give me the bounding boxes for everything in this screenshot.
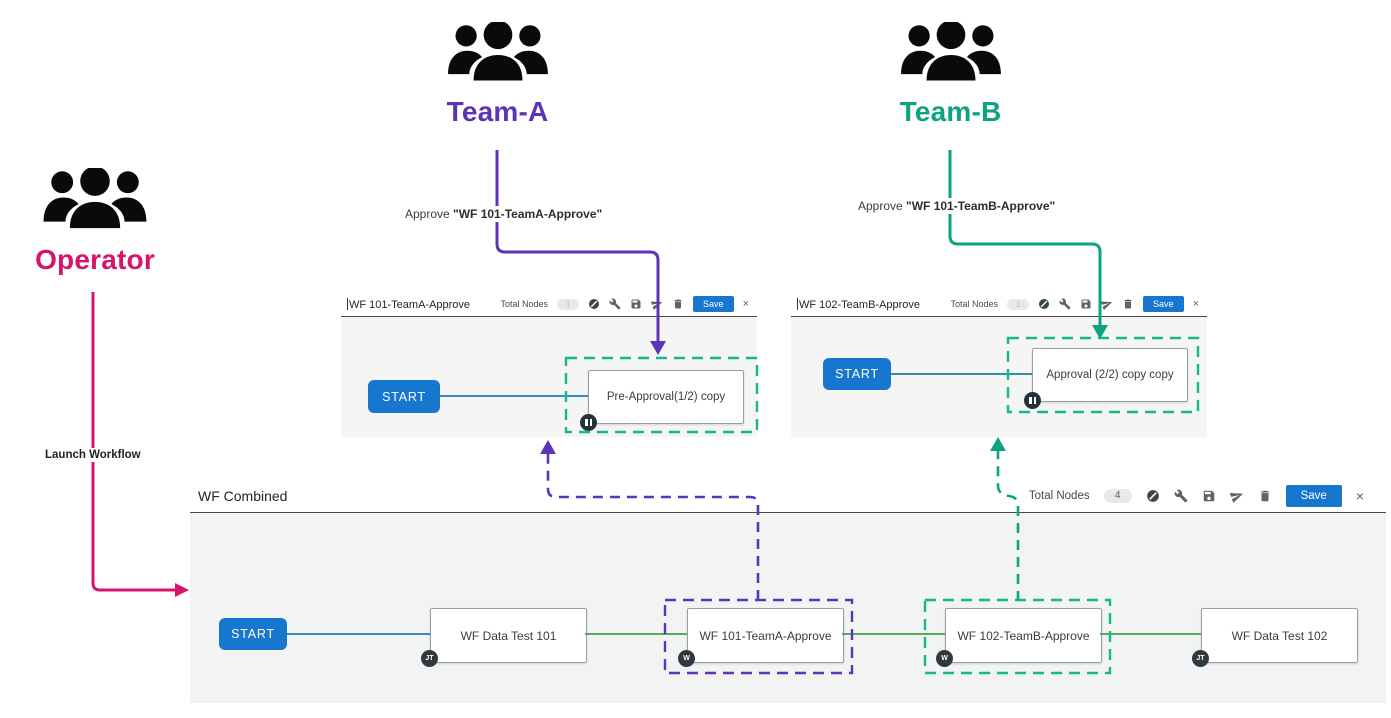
team-b-label: Team-B [899, 96, 1002, 127]
actor-operator: Operator [20, 168, 170, 276]
save-disk-icon[interactable] [1202, 489, 1216, 503]
save-button[interactable]: Save [1285, 485, 1342, 507]
team-b-approve-label: Approve "WF 101-TeamB-Approve" [853, 198, 1061, 214]
team-a-label: Team-A [446, 96, 549, 127]
panel-wf101: WF 101-TeamA-Approve Total Nodes 1 Save … [341, 292, 757, 437]
wf102-toolbar: Total Nodes 1 Save × [951, 296, 1199, 312]
wrench-icon[interactable] [1174, 489, 1188, 503]
combined-node-2[interactable]: WF 101-TeamA-Approve [687, 608, 844, 663]
wf102-title[interactable]: WF 102-TeamB-Approve [797, 297, 921, 311]
close-icon[interactable]: × [1355, 488, 1364, 504]
combined-node-3[interactable]: WF 102-TeamB-Approve [945, 608, 1102, 663]
operator-launch-arrow [91, 292, 177, 592]
combined-node-1[interactable]: WF Data Test 101 [430, 608, 587, 663]
send-icon[interactable] [1229, 489, 1244, 503]
wf101-toolbar: Total Nodes 1 Save × [501, 296, 749, 312]
block-icon[interactable] [1146, 489, 1160, 503]
block-icon[interactable] [1038, 298, 1050, 310]
trash-icon[interactable] [1258, 489, 1272, 503]
trash-icon[interactable] [672, 298, 684, 310]
wrench-icon[interactable] [609, 298, 621, 310]
block-icon[interactable] [588, 298, 600, 310]
arrowhead-up [990, 437, 1006, 451]
total-nodes-badge: 4 [1103, 489, 1132, 503]
text-cursor [797, 297, 798, 310]
wf102-canvas: START Approval (2/2) copy copy [791, 317, 1207, 437]
total-nodes-label: Total Nodes [1028, 490, 1090, 502]
wf102-header: WF 102-TeamB-Approve Total Nodes 1 Save … [791, 292, 1207, 317]
save-disk-icon[interactable] [1080, 298, 1092, 310]
node-type-badge: JT [421, 650, 438, 667]
pause-icon [1024, 392, 1041, 409]
send-icon[interactable] [1100, 298, 1113, 310]
panel-wf102: WF 102-TeamB-Approve Total Nodes 1 Save … [791, 292, 1207, 437]
wf101-header: WF 101-TeamA-Approve Total Nodes 1 Save … [341, 292, 757, 317]
node-type-badge: JT [1192, 650, 1209, 667]
combined-toolbar: Total Nodes 4 Save × [1029, 485, 1364, 507]
text-cursor [347, 297, 348, 310]
combined-canvas: START WF Data Test 101 JT WF 101-TeamA-A… [190, 513, 1386, 703]
combined-title: WF Combined [198, 488, 288, 504]
save-button[interactable]: Save [1143, 296, 1184, 312]
team-a-approve-label: Approve "WF 101-TeamA-Approve" [400, 206, 608, 222]
actor-team-a: Team-A [440, 22, 555, 128]
total-nodes-badge: 1 [1007, 298, 1030, 310]
total-nodes-label: Total Nodes [500, 299, 549, 309]
node-type-badge: W [936, 650, 953, 667]
save-disk-icon[interactable] [630, 298, 642, 310]
send-icon[interactable] [650, 298, 663, 310]
close-icon[interactable]: × [742, 298, 749, 310]
wrench-icon[interactable] [1059, 298, 1071, 310]
wf101-start-node[interactable]: START [368, 380, 440, 413]
save-button[interactable]: Save [693, 296, 734, 312]
wf101-title[interactable]: WF 101-TeamA-Approve [347, 297, 471, 311]
close-icon[interactable]: × [1192, 298, 1199, 310]
wf101-approval-node[interactable]: Pre-Approval(1/2) copy [588, 370, 744, 424]
total-nodes-label: Total Nodes [950, 299, 999, 309]
node-type-badge: W [678, 650, 695, 667]
wf102-approval-node[interactable]: Approval (2/2) copy copy [1032, 348, 1188, 402]
combined-node-4[interactable]: WF Data Test 102 [1201, 608, 1358, 663]
arrowhead-right [175, 583, 189, 597]
arrowhead-up [540, 440, 556, 454]
wf102-start-node[interactable]: START [823, 358, 891, 390]
wf101-canvas: START Pre-Approval(1/2) copy [341, 317, 757, 437]
operator-label: Operator [35, 244, 155, 275]
panel-wf-combined: WF Combined Total Nodes 4 Save × START W… [190, 480, 1386, 703]
pause-icon [580, 414, 597, 431]
launch-workflow-label: Launch Workflow [40, 448, 146, 462]
total-nodes-badge: 1 [557, 298, 580, 310]
actor-team-b: Team-B [893, 22, 1008, 128]
people-group-icon [43, 168, 147, 229]
combined-start-node[interactable]: START [219, 618, 287, 650]
people-group-icon [447, 22, 548, 81]
people-group-icon [900, 22, 1001, 81]
combined-header: WF Combined Total Nodes 4 Save × [190, 480, 1386, 513]
trash-icon[interactable] [1122, 298, 1134, 310]
